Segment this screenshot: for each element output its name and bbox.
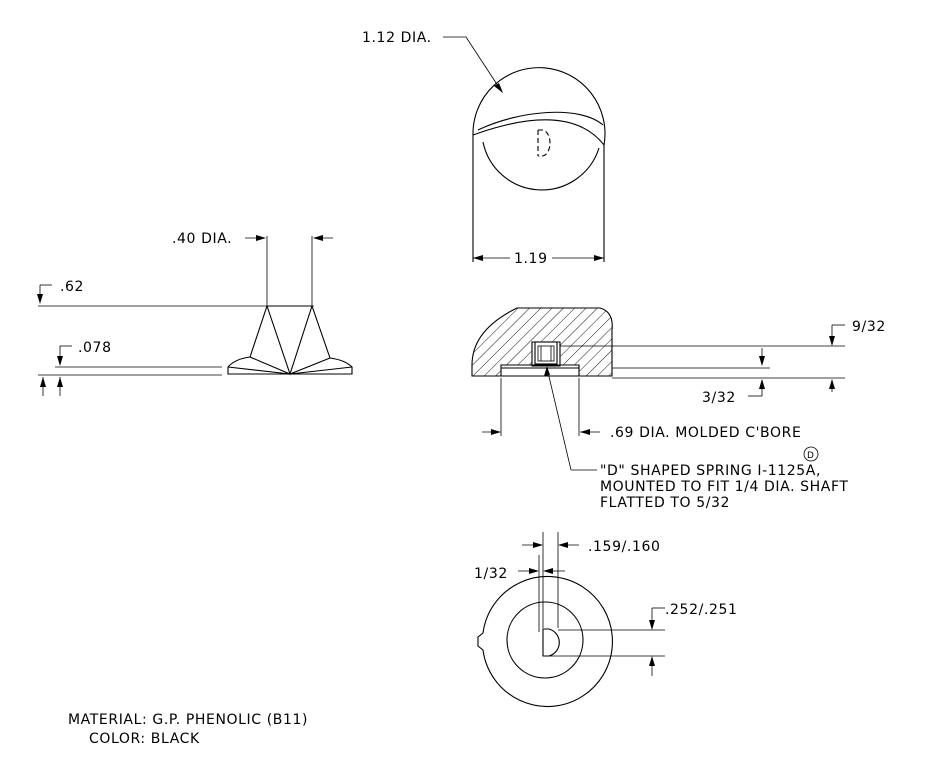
knob-outline [472, 67, 606, 262]
spring-revision-mark: D [807, 451, 815, 461]
section-view: 9/32 3/32 .69 DIA. MOLDED C'BORE D "D" S… [471, 307, 886, 511]
offset-label: 1/32 [474, 566, 508, 582]
knob-profile [227, 305, 353, 375]
inner-bore [506, 601, 584, 679]
d-marking-icon [537, 129, 551, 157]
top-dia-label: 1.12 DIA. [362, 30, 432, 46]
color-note: COLOR: BLACK [89, 731, 200, 747]
shaft-dia-label: .40 DIA. [172, 231, 232, 247]
height-label: .62 [60, 279, 84, 295]
spring-note-line-2: MOUNTED TO FIT 1/4 DIA. SHAFT [600, 479, 849, 495]
outer-ring [477, 575, 613, 708]
cbore-label: .69 DIA. MOLDED C'BORE [610, 425, 801, 441]
top-width-label: 1.19 [514, 251, 548, 267]
spring-note-line-3: FLATTED TO 5/32 [600, 495, 730, 511]
spring-note-line-1: "D" SHAPED SPRING I-1125A, [600, 463, 821, 479]
spring-insert [534, 341, 558, 365]
slot-label: .159/.160 [588, 539, 660, 555]
top-view: 1.12 DIA. 1.19 [362, 30, 606, 267]
bottom-view: .159/.160 1/32 .252/.251 [474, 532, 737, 708]
top-dim-label: 9/32 [852, 319, 886, 335]
bottom-dim-label: 3/32 [702, 390, 736, 406]
material-notes: MATERIAL: G.P. PHENOLIC (B11) COLOR: BLA… [68, 712, 308, 747]
d-flat-shape [542, 628, 560, 657]
spring-revision-marker [803, 446, 819, 462]
base-label: .078 [78, 340, 112, 356]
material-note: MATERIAL: G.P. PHENOLIC (B11) [68, 712, 308, 728]
bore-label: .252/.251 [665, 602, 737, 618]
side-view: .40 DIA. .62 .078 [37, 231, 353, 396]
